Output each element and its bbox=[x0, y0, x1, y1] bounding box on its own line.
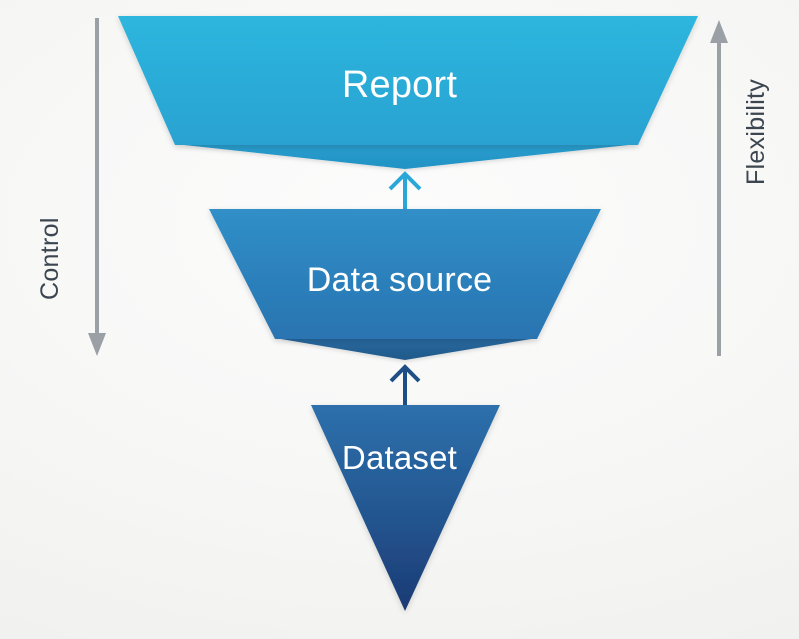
flexibility-axis-arrow-icon bbox=[710, 20, 728, 356]
connector-data-source-to-report-icon bbox=[388, 171, 422, 215]
funnel-stage-dataset[interactable] bbox=[311, 405, 500, 611]
connector-dataset-to-data-source-icon bbox=[389, 364, 421, 405]
funnel-stage-data-source[interactable] bbox=[209, 209, 601, 360]
report-body-shape bbox=[118, 16, 698, 145]
data-source-foot-shape bbox=[275, 338, 537, 360]
dataset-body-shape bbox=[311, 405, 500, 611]
control-axis-label: Control bbox=[36, 217, 64, 300]
funnel-stage-report[interactable] bbox=[118, 16, 698, 169]
control-axis-arrow-icon bbox=[88, 18, 106, 356]
flexibility-axis-label: Flexibility bbox=[742, 78, 770, 185]
data-source-body-shape bbox=[209, 209, 601, 339]
report-foot-shape bbox=[175, 144, 638, 169]
